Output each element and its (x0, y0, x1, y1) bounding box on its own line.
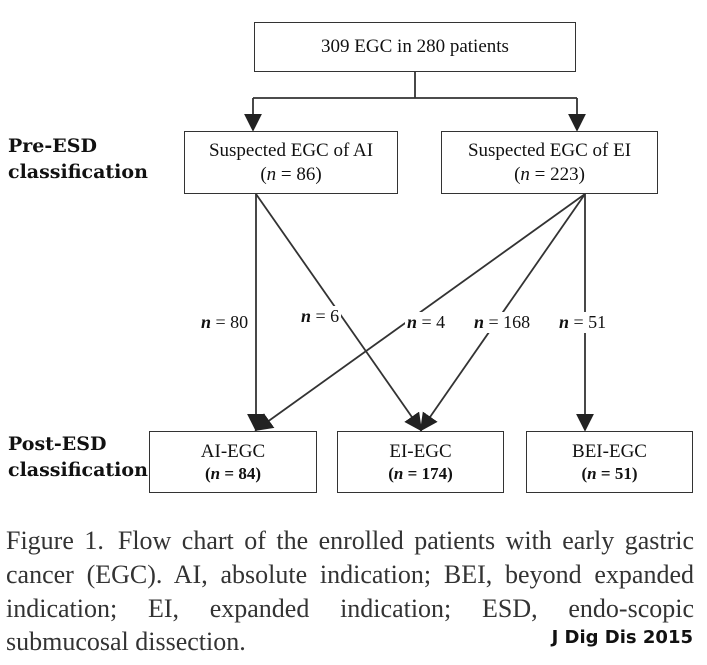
pre-box-ei-n-symbol: n (520, 163, 530, 185)
top-box: 309 EGC in 280 patients (254, 22, 576, 72)
post-box-ai-egc-title: AI-EGC (200, 440, 266, 462)
source-citation: J Dig Dis 2015 (551, 627, 693, 648)
pre-box-ai-n-symbol: n (266, 163, 277, 185)
flow-label-ei-to-ai: n = 4 (405, 312, 448, 333)
post-esd-label: Post-ESD classification (8, 433, 148, 481)
post-box-ai-egc: AI-EGC (n = 84) (149, 431, 317, 493)
pre-box-ei: Suspected EGC of EI (n = 223) (441, 131, 658, 194)
pre-box-ai-title: Suspected EGC of AI (208, 139, 374, 161)
post-box-ei-egc-n-value: = 174 (407, 464, 448, 484)
pre-box-ei-n-value: = 223 (534, 163, 579, 185)
post-box-ei-egc-title: EI-EGC (389, 440, 452, 462)
post-box-bei-egc-n-symbol: n (587, 464, 597, 484)
caption-text: Flow chart of the enrolled patients with… (6, 526, 694, 657)
post-box-bei-egc-n-value: = 51 (600, 464, 632, 484)
pre-box-ai-n-value: = 86 (280, 163, 316, 185)
figure-label: Figure 1. (6, 526, 104, 555)
flow-label-ei-to-ei: n = 168 (472, 312, 533, 333)
pre-box-ei-title: Suspected EGC of EI (467, 139, 632, 161)
pre-esd-label: Pre-ESD classification (8, 135, 148, 183)
post-box-ai-egc-n-symbol: n (210, 464, 221, 484)
figure-caption: Figure 1.Flow chart of the enrolled pati… (6, 524, 694, 659)
flow-label-ai-to-ai: n = 80 (199, 312, 251, 333)
post-box-ei-egc-n-symbol: n (393, 464, 404, 484)
post-box-bei-egc: BEI-EGC (n = 51) (526, 431, 693, 493)
pre-box-ai: Suspected EGC of AI (n = 86) (184, 131, 398, 194)
post-box-ai-egc-n-value: = 84 (224, 464, 256, 484)
flow-label-ai-to-ei: n = 6 (299, 306, 342, 327)
top-box-label: 309 EGC in 280 patients (321, 36, 509, 58)
flow-label-ei-to-bei: n = 51 (557, 312, 609, 333)
post-box-ei-egc: EI-EGC (n = 174) (337, 431, 504, 493)
post-box-bei-egc-title: BEI-EGC (572, 440, 647, 462)
